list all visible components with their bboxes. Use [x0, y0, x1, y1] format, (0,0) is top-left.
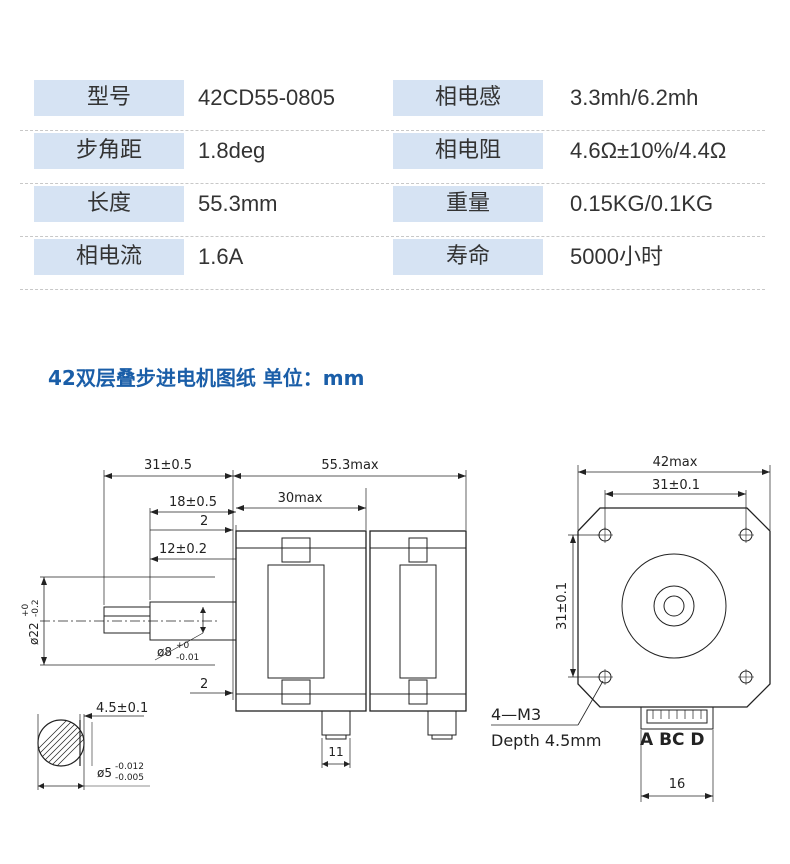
dim-11: 11: [328, 745, 343, 759]
dim-22-tol-top: +0: [21, 603, 31, 617]
spec-label: 步角距: [34, 133, 184, 169]
spec-value: 1.6A: [198, 244, 244, 269]
spec-label: 相电感: [393, 80, 543, 116]
dim-12: 12±0.2: [159, 542, 207, 557]
dim-2-bottom: 2: [200, 677, 208, 692]
front-view: [491, 465, 771, 802]
dim-31-shaft: 31±0.5: [144, 458, 192, 473]
side-view: [40, 470, 467, 768]
pin-labels: A BC D: [640, 730, 705, 750]
dim-2-top: 2: [200, 514, 208, 529]
face-shaft: [663, 595, 685, 617]
dim-22-tol-bot: -0.2: [31, 599, 41, 617]
dim-16: 16: [669, 777, 686, 792]
face-ring-outer: [621, 553, 727, 659]
spec-row: 型号 42CD55-0805 相电感 3.3mh/6.2mh: [20, 78, 765, 131]
dim-5-tol-top: -0.012: [115, 762, 144, 772]
spec-label: 重量: [393, 186, 543, 222]
drawing-title: 42双层叠步进电机图纸 单位：mm: [48, 366, 365, 390]
dim-8-tol-top: +0: [176, 641, 190, 651]
dim-8-tol-bot: -0.01: [176, 653, 199, 663]
dim-31-vertical: 31±0.1: [555, 582, 570, 630]
spec-value: 3.3mh/6.2mh: [570, 85, 699, 110]
dim-18: 18±0.5: [169, 495, 217, 510]
spec-label: 寿命: [393, 239, 543, 275]
motor-drawing: 31±0.5 55.3max 18±0.5 30max 2 12±0.2 2 ø…: [21, 455, 771, 802]
spec-row: 长度 55.3mm 重量 0.15KG/0.1KG: [20, 184, 765, 237]
spec-label: 相电阻: [393, 133, 543, 169]
dim-length: 55.3max: [321, 458, 379, 473]
spec-row: 步角距 1.8deg 相电阻 4.6Ω±10%/4.4Ω: [20, 131, 765, 184]
spec-value: 4.6Ω±10%/4.4Ω: [570, 138, 727, 163]
spec-table: 型号 42CD55-0805 相电感 3.3mh/6.2mh 步角距 1.8de…: [20, 78, 765, 290]
motor-body-rear: [369, 530, 467, 712]
shaft-section-circle: [37, 719, 85, 767]
depth-label: Depth 4.5mm: [491, 731, 601, 750]
dim-8: ø8: [157, 645, 172, 659]
motor-body-front: [235, 530, 367, 712]
spec-value: 55.3mm: [198, 191, 278, 216]
face-boss: [653, 585, 695, 627]
dim-5-tol-bot: -0.005: [115, 773, 144, 783]
spec-value: 1.8deg: [198, 138, 266, 163]
dim-5: ø5: [97, 766, 112, 780]
spec-value: 0.15KG/0.1KG: [570, 191, 714, 216]
motor-face: [577, 507, 771, 708]
spec-label: 相电流: [34, 239, 184, 275]
dim-22: ø22: [27, 622, 41, 645]
dim-30: 30max: [278, 491, 323, 506]
motor-shaft: [103, 606, 151, 634]
spec-label: 型号: [34, 80, 184, 116]
spec-label: 长度: [34, 186, 184, 222]
spec-row: 相电流 1.6A 寿命 5000小时: [20, 237, 765, 290]
dim-31-holes: 31±0.1: [652, 478, 700, 493]
spec-value: 42CD55-0805: [198, 85, 335, 110]
dim-4-5: 4.5±0.1: [96, 701, 148, 716]
dim-42: 42max: [653, 455, 698, 470]
m3-label: 4—M3: [491, 705, 541, 724]
spec-value: 5000小时: [570, 244, 663, 269]
connector: [640, 706, 714, 730]
dim-22-group: ø22 +0 -0.2: [21, 599, 41, 645]
mount-holes: [597, 527, 754, 685]
